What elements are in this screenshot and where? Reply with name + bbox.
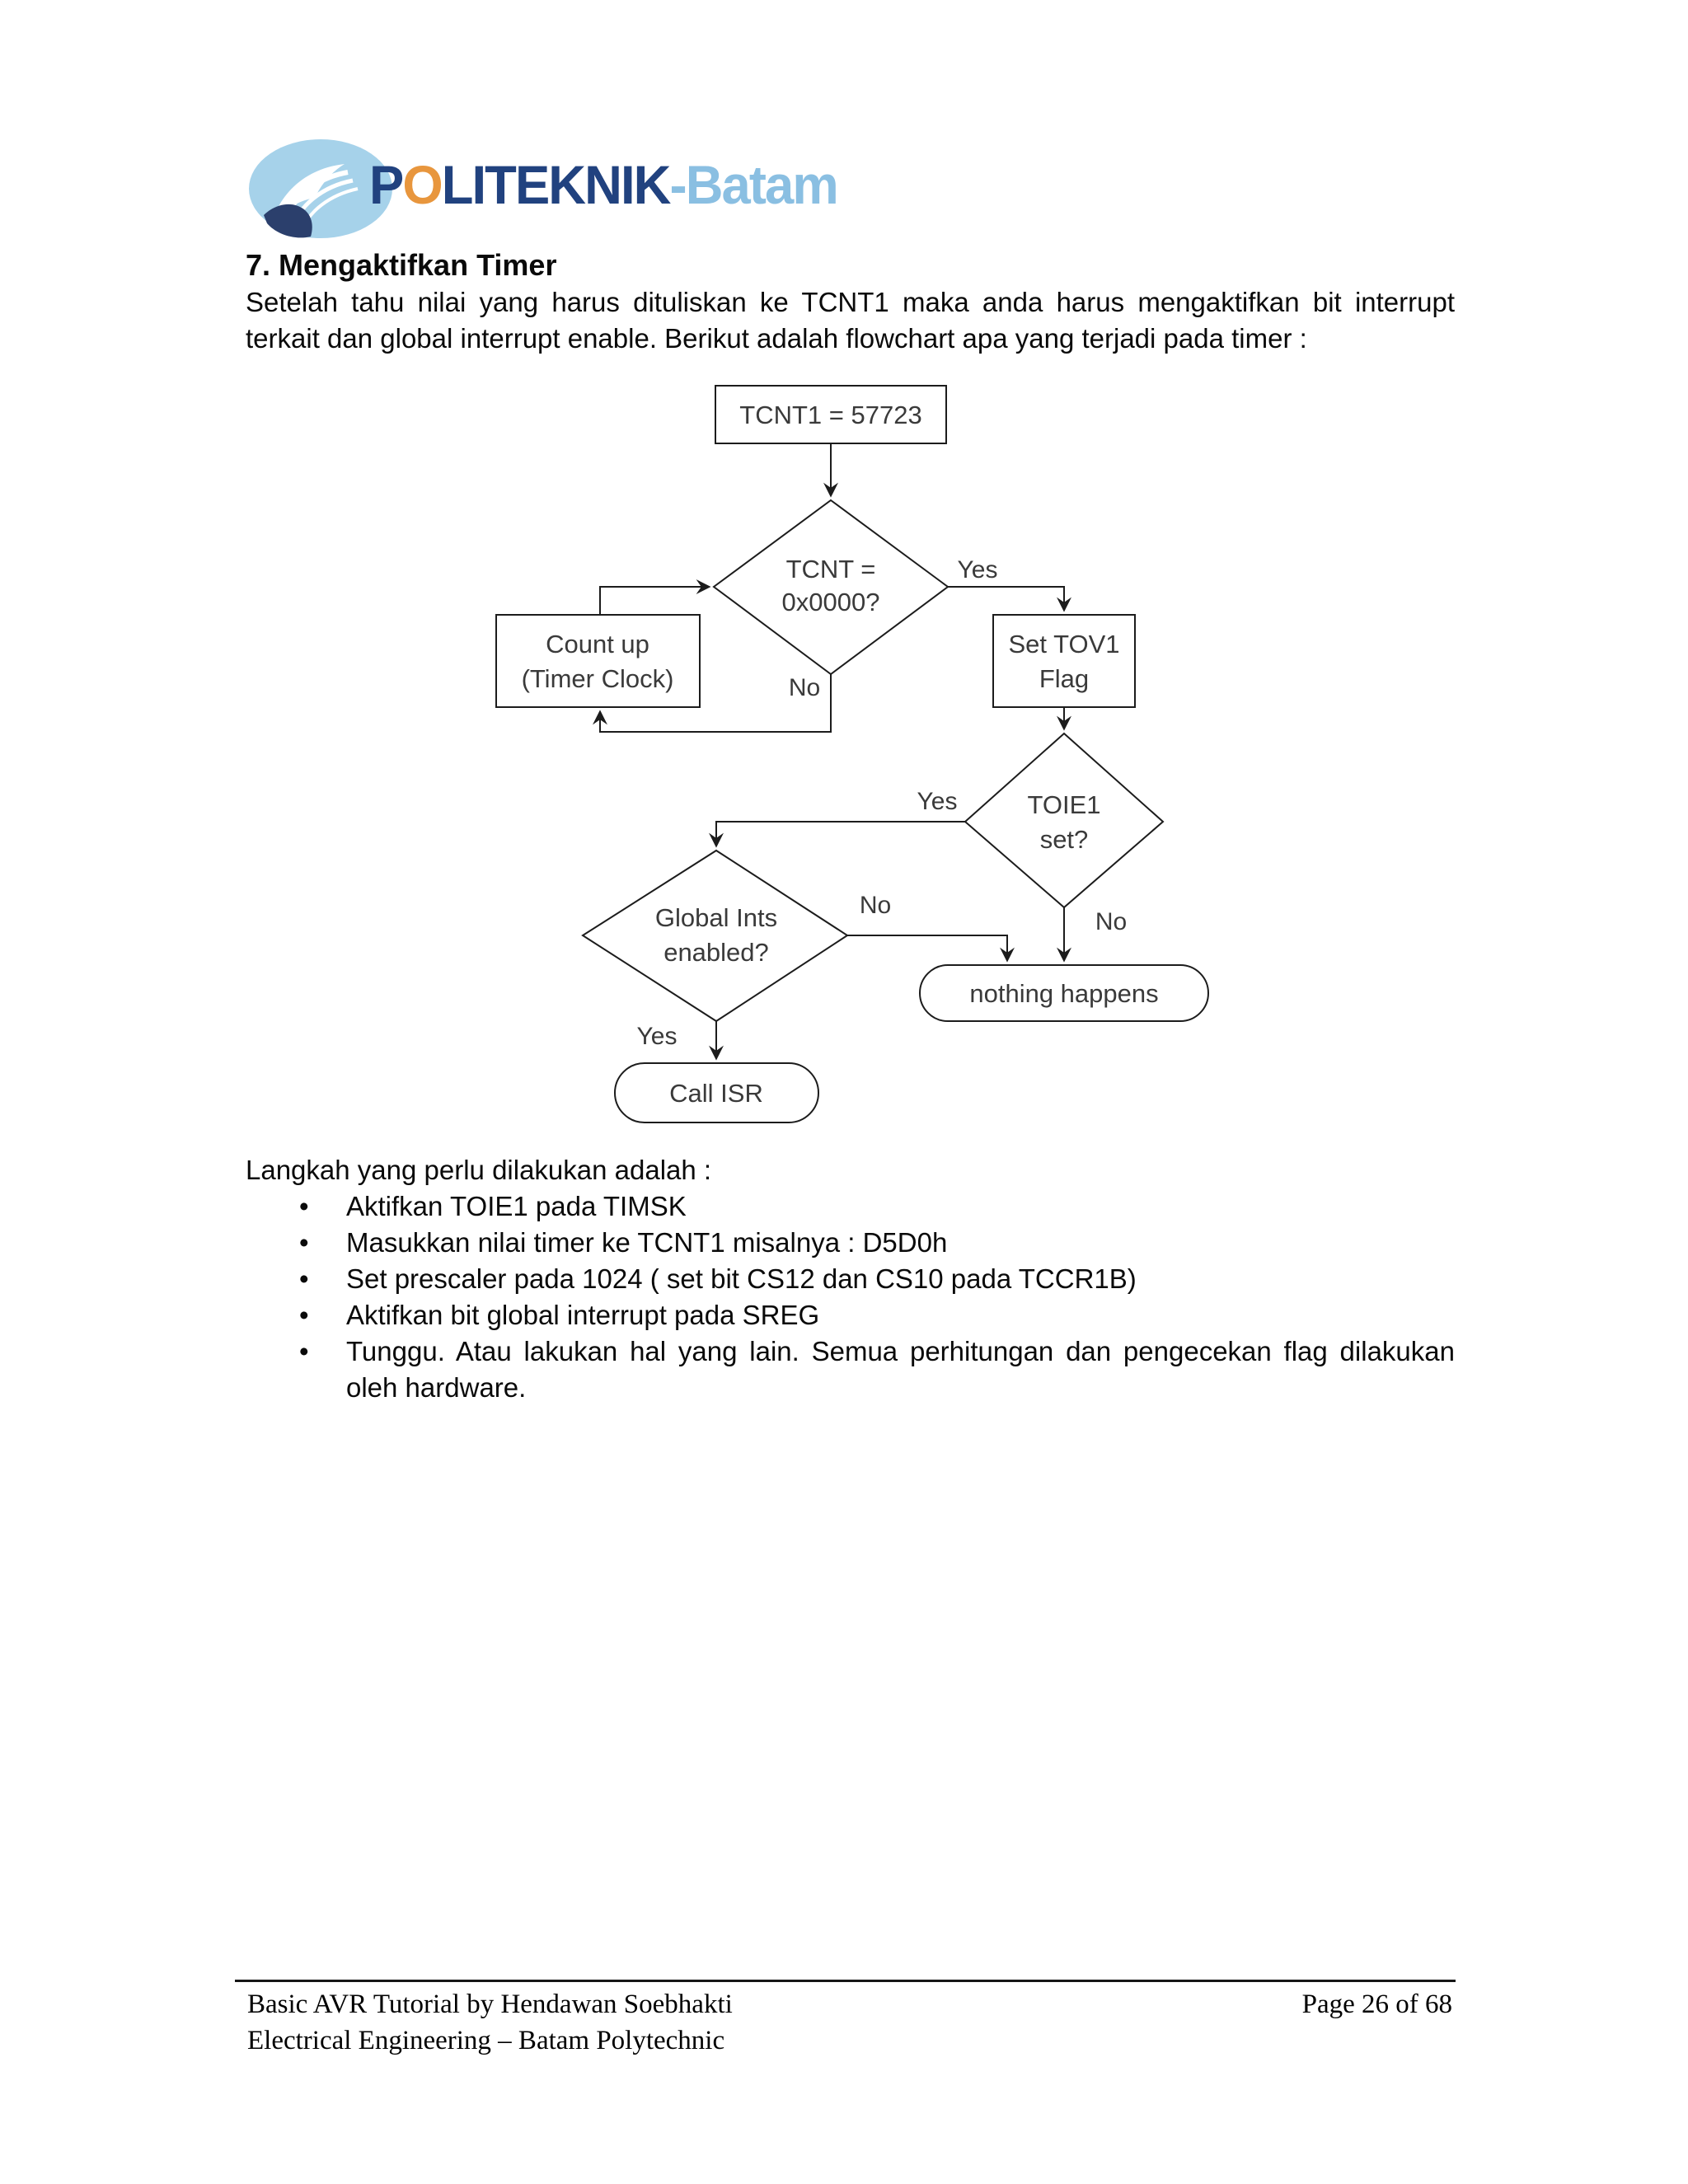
footer-line-1: Basic AVR Tutorial by Hendawan Soebhakti… (247, 1986, 1452, 2022)
intro-line-2: terkait dan global interrupt enable. Ber… (246, 323, 1307, 354)
svg-text:Flag: Flag (1039, 664, 1089, 693)
svg-text:enabled?: enabled? (663, 938, 769, 967)
footer-divider (235, 1980, 1456, 1982)
steps-intro: Langkah yang perlu dilakukan adalah : (246, 1155, 712, 1185)
flow-node-nothing-happens: nothing happens (919, 964, 1209, 1022)
svg-text:set?: set? (1040, 825, 1089, 854)
svg-text:Count up: Count up (546, 630, 649, 658)
bullet-icon: • (299, 1336, 309, 1366)
svg-text:0x0000?: 0x0000? (782, 588, 880, 616)
edge-yes-to-settov (948, 586, 1071, 612)
svg-text:nothing happens: nothing happens (969, 979, 1158, 1008)
list-item-text: Set prescaler pada 1024 ( set bit CS12 d… (346, 1263, 1137, 1294)
svg-text:Global Ints: Global Ints (655, 903, 777, 932)
list-item-text: Aktifkan bit global interrupt pada SREG (346, 1300, 820, 1330)
list-item-line-2: oleh hardware. (346, 1372, 527, 1403)
edge-yes-to-globalints (709, 821, 965, 848)
brand-rest: LITEKNIK (441, 154, 672, 215)
list-item: • Set prescaler pada 1024 ( set bit CS12… (246, 1261, 1455, 1297)
footer-title: Basic AVR Tutorial by Hendawan Soebhakti (247, 1990, 733, 2019)
section-heading: 7. Mengaktifkan Timer (246, 248, 557, 282)
list-item: • Aktifkan TOIE1 pada TIMSK (246, 1188, 1455, 1225)
flow-decision-tcnt-zero: TCNT = 0x0000? (712, 499, 950, 676)
brand-suffix: -Batam (669, 154, 839, 215)
brand-wordmark: POLITEKNIK-Batam (369, 154, 839, 215)
footer-department: Electrical Engineering – Batam Polytechn… (247, 2026, 725, 2055)
edge-label-yes-1: Yes (958, 556, 998, 583)
svg-text:(Timer Clock): (Timer Clock) (522, 664, 674, 693)
footer-line-2: Electrical Engineering – Batam Polytechn… (247, 2022, 1452, 2059)
svg-text:Set TOV1: Set TOV1 (1009, 630, 1120, 658)
intro-paragraph: Setelah tahu nilai yang harus dituliskan… (246, 284, 1455, 357)
brand-letter-p: P (369, 154, 404, 215)
list-item-line-1: Tunggu. Atau lakukan hal yang lain. Semu… (346, 1336, 1455, 1366)
list-item-text: Tunggu. Atau lakukan hal yang lain. Semu… (346, 1333, 1455, 1406)
brand-letter-o: O (402, 154, 443, 215)
svg-text:Call ISR: Call ISR (669, 1079, 763, 1108)
politeknik-batam-logo: POLITEKNIK-Batam (247, 136, 874, 243)
list-item-text: Aktifkan TOIE1 pada TIMSK (346, 1191, 687, 1221)
edge-label-no-2: No (860, 892, 891, 919)
edge-label-no-1: No (789, 674, 820, 701)
bullet-icon: • (299, 1263, 309, 1294)
edge-label-no-3: No (1095, 908, 1127, 935)
timer-flowchart-diagram: TCNT1 = 57723 TCNT = 0x0000? Count up (T… (495, 385, 1209, 1123)
svg-text:TCNT =: TCNT = (786, 555, 876, 583)
flow-node-tcnt1: TCNT1 = 57723 (715, 385, 947, 444)
edge-label-yes-2: Yes (917, 788, 958, 815)
bullet-icon: • (299, 1227, 309, 1258)
flow-node-call-isr: Call ISR (614, 1062, 819, 1123)
flow-node-countup: Count up (Timer Clock) (495, 614, 701, 708)
bullet-icon: • (299, 1191, 309, 1221)
edge-no-loop-to-countup (593, 674, 832, 733)
svg-text:TCNT1 = 57723: TCNT1 = 57723 (739, 401, 921, 429)
bullet-icon: • (299, 1300, 309, 1330)
list-item: • Tunggu. Atau lakukan hal yang lain. Se… (246, 1333, 1455, 1406)
flow-decision-global-ints: Global Ints enabled? (581, 849, 849, 1023)
svg-text:TOIE1: TOIE1 (1027, 790, 1100, 819)
edge-countup-to-decision (599, 579, 711, 615)
list-item: • Aktifkan bit global interrupt pada SRE… (246, 1297, 1455, 1333)
steps-section: Langkah yang perlu dilakukan adalah : • … (246, 1152, 1455, 1406)
list-item-text: Masukkan nilai timer ke TCNT1 misalnya :… (346, 1227, 948, 1258)
edge-label-yes-3: Yes (637, 1023, 678, 1050)
intro-line-1: Setelah tahu nilai yang harus dituliskan… (246, 287, 1455, 317)
flow-decision-toie1: TOIE1 set? (964, 732, 1165, 909)
edge-no-globalints-to-nothing (847, 935, 1015, 963)
politeknik-logo-icon (249, 139, 392, 238)
flow-node-settov1: Set TOV1 Flag (992, 614, 1136, 708)
footer-page-number: Page 26 of 68 (1301, 1990, 1452, 2019)
list-item: • Masukkan nilai timer ke TCNT1 misalnya… (246, 1225, 1455, 1261)
